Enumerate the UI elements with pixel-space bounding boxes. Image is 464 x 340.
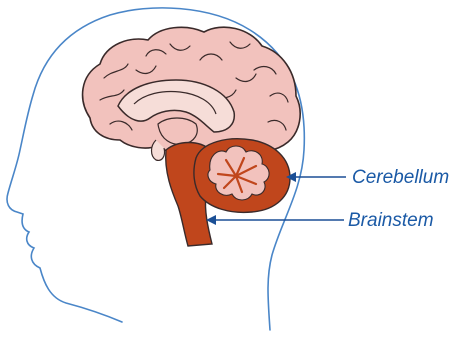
cerebellum-label: Cerebellum (352, 167, 449, 188)
brainstem-label: Brainstem (348, 210, 434, 231)
